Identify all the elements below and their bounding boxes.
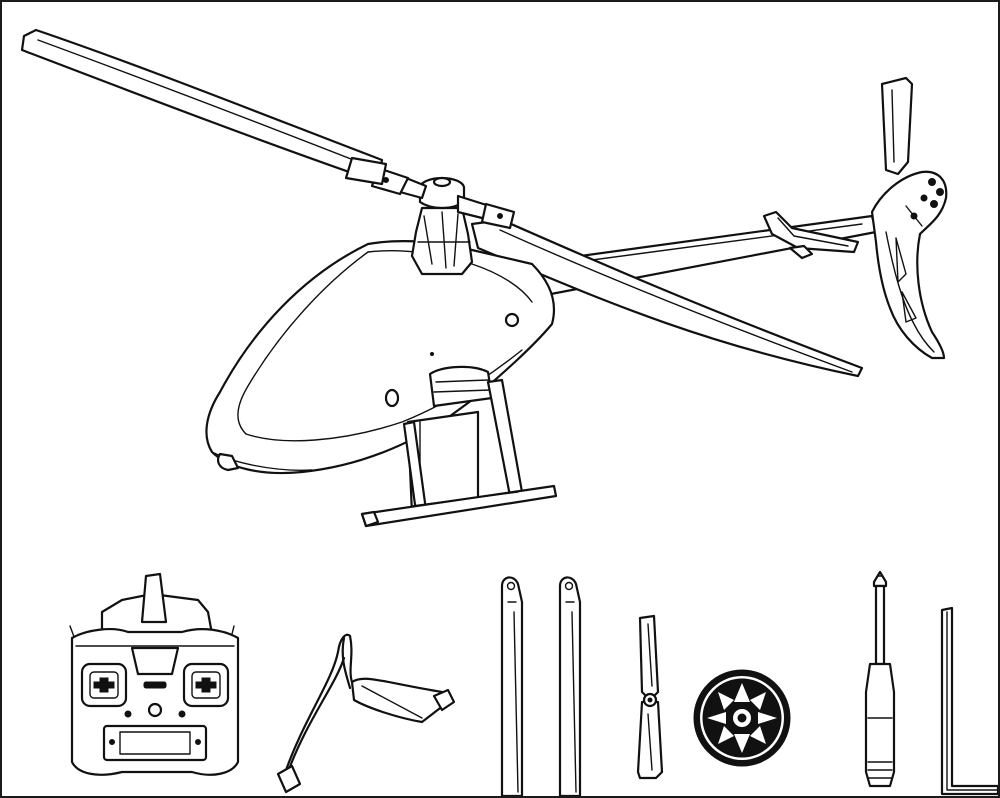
main-rotor-blade-front [20, 28, 388, 186]
tail-propeller-icon [636, 614, 664, 780]
usb-charger-cable-icon [276, 633, 456, 794]
hex-key-icon [940, 606, 998, 796]
landing-gear [360, 378, 558, 528]
tail-rotor-blade [880, 76, 914, 176]
rc-helicopter-icon [20, 28, 948, 528]
rotor-head [370, 166, 516, 276]
spare-main-blades-icon [500, 576, 582, 796]
main-gear-icon [693, 669, 791, 767]
screwdriver-icon [864, 570, 896, 788]
rc-transmitter-icon [69, 572, 240, 776]
main-rotor-blade-rear [470, 218, 864, 378]
horizontal-stabilizer [762, 210, 860, 260]
battery-pack [406, 365, 494, 516]
tail-fin [870, 170, 948, 360]
